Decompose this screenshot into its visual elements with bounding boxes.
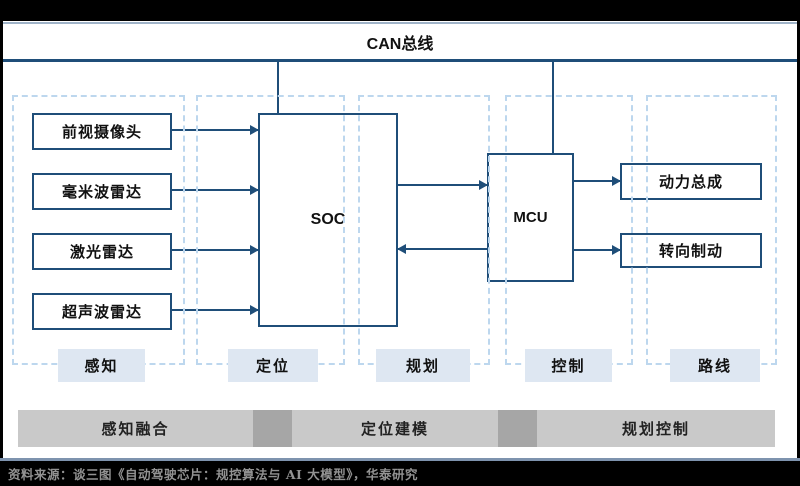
ultrasonic-radar-label: 超声波雷达 xyxy=(61,303,142,321)
divider-rule xyxy=(0,458,800,461)
stage-label-planning: 规划 xyxy=(376,349,470,382)
sensor-box-front-camera: 前视摄像头 xyxy=(32,113,172,150)
can-to-soc-connector xyxy=(277,62,279,113)
mcu-label: MCU xyxy=(513,209,548,226)
lidar-label: 激光雷达 xyxy=(69,243,134,261)
can-to-mcu-connector xyxy=(552,62,554,153)
arrow-mcu-to-soc xyxy=(397,244,487,254)
perception-fusion-text: 感知融合 xyxy=(101,420,170,438)
sensor-box-ultrasonic-radar: 超声波雷达 xyxy=(32,293,172,330)
steering-brake-label: 转向制动 xyxy=(658,242,723,260)
pipeline-segment-planning-control: 规划控制 xyxy=(537,410,775,447)
stage-planning-text: 规划 xyxy=(405,357,440,375)
pipeline-bar: 感知融合 定位建模 规划控制 xyxy=(18,410,775,447)
arrow-mcu-to-powertrain xyxy=(574,176,621,186)
stage-label-perception: 感知 xyxy=(58,349,145,382)
actuator-box-powertrain: 动力总成 xyxy=(620,163,762,200)
soc-label: SOC xyxy=(310,211,346,228)
arrow-mmwave-radar-to-soc xyxy=(172,185,259,195)
pipeline-segment-perception-fusion: 感知融合 xyxy=(18,410,253,447)
stage-label-localization: 定位 xyxy=(228,349,318,382)
arrow-mcu-to-steering-brake xyxy=(574,245,621,255)
stage-perception-text: 感知 xyxy=(84,357,119,375)
front-camera-label: 前视摄像头 xyxy=(61,123,142,141)
arrow-lidar-to-soc xyxy=(172,245,259,255)
source-caption: 资料来源：谈三图《自动驾驶芯片：规控算法与 AI 大模型》，华泰研究 xyxy=(8,467,419,482)
soc-box: SOC xyxy=(258,113,398,327)
planning-control-text: 规划控制 xyxy=(621,420,690,438)
pipeline-separator-1 xyxy=(253,410,292,447)
mmwave-radar-label: 毫米波雷达 xyxy=(61,183,142,201)
stage-control-text: 控制 xyxy=(551,357,586,375)
pipeline-segment-localization-modeling: 定位建模 xyxy=(292,410,498,447)
stage-label-control: 控制 xyxy=(525,349,612,382)
sensor-box-mmwave-radar: 毫米波雷达 xyxy=(32,173,172,210)
sensor-box-lidar: 激光雷达 xyxy=(32,233,172,270)
stage-route-text: 路线 xyxy=(697,357,732,375)
arrow-ultrasonic-to-soc xyxy=(172,305,259,315)
can-bus-bar: CAN总线 xyxy=(3,22,797,62)
stage-localization-text: 定位 xyxy=(255,357,290,375)
mcu-box: MCU xyxy=(487,153,574,282)
stage-label-route: 路线 xyxy=(670,349,760,382)
actuator-box-steering-brake: 转向制动 xyxy=(620,233,762,268)
localization-modeling-text: 定位建模 xyxy=(360,420,429,438)
arrow-soc-to-mcu xyxy=(398,180,488,190)
powertrain-label: 动力总成 xyxy=(658,173,723,191)
can-bus-label: CAN总线 xyxy=(366,35,434,53)
pipeline-separator-2 xyxy=(498,410,537,447)
arrow-front-camera-to-soc xyxy=(172,125,259,135)
